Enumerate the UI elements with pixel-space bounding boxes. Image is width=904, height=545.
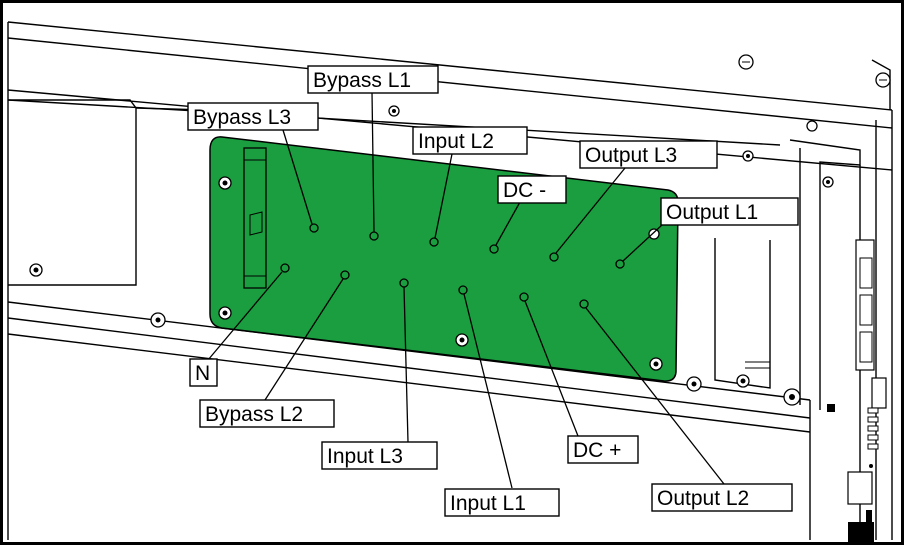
svg-text:Bypass L1: Bypass L1 bbox=[313, 69, 411, 92]
label-output-l3: Output L3 bbox=[579, 140, 718, 169]
svg-text:DC -: DC - bbox=[503, 179, 546, 202]
leader-lines bbox=[207, 91, 725, 489]
screw-top-right-edge bbox=[875, 72, 891, 88]
terminal-output-l2 bbox=[579, 299, 589, 309]
screw-rail-right-1 bbox=[686, 376, 702, 392]
leader-bypass-l2 bbox=[264, 278, 344, 401]
screw-bracket-upper bbox=[806, 120, 818, 132]
screw-rail-left bbox=[150, 312, 166, 328]
leader-output-l2 bbox=[585, 307, 725, 485]
terminal-bypass-l2 bbox=[340, 270, 350, 280]
board-screw-top-left bbox=[218, 176, 232, 190]
svg-text:Output L1: Output L1 bbox=[666, 201, 758, 224]
leader-output-l3 bbox=[555, 167, 626, 254]
svg-text:Bypass L2: Bypass L2 bbox=[205, 403, 303, 426]
terminal-bypass-l1 bbox=[369, 231, 379, 241]
leader-bypass-l1 bbox=[371, 91, 375, 233]
label-input-l3: Input L3 bbox=[321, 441, 438, 470]
terminal-n bbox=[280, 263, 290, 273]
terminal-input-l3 bbox=[399, 278, 409, 288]
leader-input-l3 bbox=[403, 286, 409, 443]
leader-output-l1 bbox=[622, 224, 663, 262]
terminal-input-l1 bbox=[458, 285, 468, 295]
board-screw-top-right bbox=[648, 228, 660, 240]
screw-bracket-top bbox=[742, 150, 754, 162]
board-screw-bottom-left bbox=[218, 306, 232, 320]
terminal-output-l1 bbox=[615, 259, 625, 269]
board-screw-bottom-center bbox=[455, 333, 469, 347]
screw-bracket-side bbox=[822, 176, 834, 188]
chassis-left-panel bbox=[8, 99, 206, 286]
screw-left-panel bbox=[29, 263, 43, 277]
leader-dc-minus bbox=[495, 201, 521, 246]
screw-top-center bbox=[388, 105, 400, 117]
terminal-input-l2 bbox=[429, 237, 439, 247]
board-side-connector bbox=[243, 147, 267, 289]
svg-text:Input L3: Input L3 bbox=[327, 445, 403, 468]
label-bypass-l1: Bypass L1 bbox=[307, 65, 439, 94]
label-input-l1: Input L1 bbox=[444, 488, 560, 517]
label-bypass-l3: Bypass L3 bbox=[187, 102, 319, 131]
svg-text:Output L3: Output L3 bbox=[585, 144, 677, 167]
terminal-output-l3 bbox=[549, 252, 559, 262]
leader-input-l1 bbox=[463, 293, 513, 489]
terminal-board bbox=[209, 136, 679, 382]
svg-text:Input L2: Input L2 bbox=[418, 130, 494, 153]
right-side-connectors bbox=[827, 239, 887, 542]
leader-n bbox=[207, 271, 283, 361]
svg-text:DC +: DC + bbox=[573, 439, 621, 462]
screw-top-right bbox=[738, 54, 754, 70]
terminal-dc-plus bbox=[519, 292, 529, 302]
svg-text:Input L1: Input L1 bbox=[450, 492, 526, 515]
screw-rail-right-3 bbox=[783, 388, 801, 406]
terminal-dc-minus bbox=[489, 244, 499, 254]
svg-text:N: N bbox=[195, 362, 210, 385]
label-bypass-l2: Bypass L2 bbox=[199, 399, 335, 428]
label-output-l1: Output L1 bbox=[660, 197, 799, 226]
label-input-l2: Input L2 bbox=[412, 126, 528, 155]
leader-input-l2 bbox=[434, 153, 453, 239]
leader-dc-plus bbox=[524, 300, 579, 437]
screw-rail-right-2 bbox=[736, 374, 750, 388]
terminal-points bbox=[280, 223, 625, 309]
label-n: N bbox=[189, 358, 218, 387]
terminal-bypass-l3 bbox=[309, 223, 319, 233]
label-dc-plus: DC + bbox=[567, 435, 639, 464]
label-dc-minus: DC - bbox=[497, 175, 567, 204]
svg-text:Bypass L3: Bypass L3 bbox=[193, 106, 291, 129]
svg-text:Output L2: Output L2 bbox=[657, 487, 749, 510]
leader-bypass-l3 bbox=[282, 129, 313, 225]
board-screw-bottom-right bbox=[649, 357, 663, 371]
label-output-l2: Output L2 bbox=[651, 483, 793, 512]
